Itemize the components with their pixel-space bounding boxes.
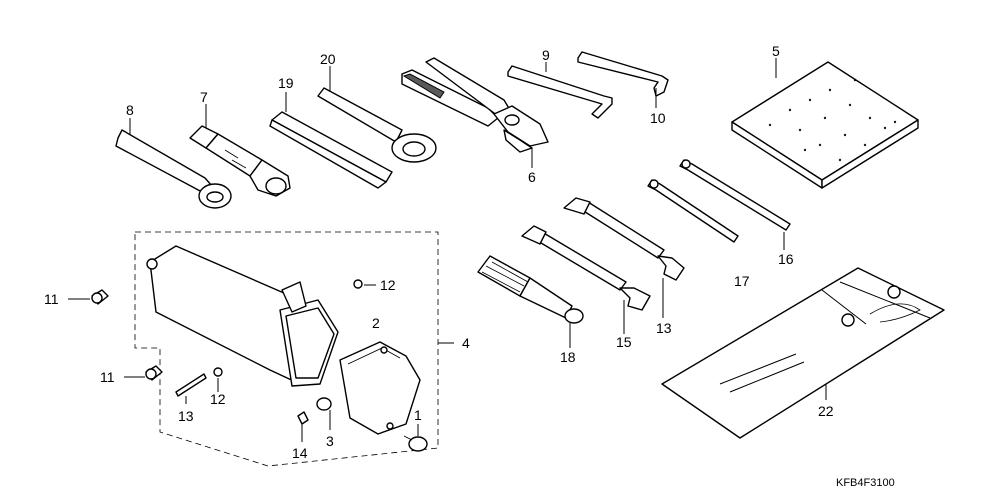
part-1-screw bbox=[403, 435, 428, 452]
callout-6: 6 bbox=[528, 169, 536, 185]
callout-4: 4 bbox=[462, 335, 470, 351]
part-16-wrench bbox=[521, 225, 651, 311]
callout-19: 18 bbox=[560, 349, 576, 365]
callout-11-lower: 11 bbox=[100, 369, 115, 385]
part-18-screwdriver bbox=[647, 179, 739, 243]
part-11-bolt-lower bbox=[145, 365, 163, 381]
callout-12-upper: 12 bbox=[380, 277, 396, 293]
callout-18: 17 bbox=[734, 273, 750, 289]
part-12-nut-lower bbox=[213, 367, 223, 377]
part-22-tool-bag bbox=[661, 267, 945, 439]
callout-22: 22 bbox=[818, 403, 834, 419]
part-2-cover bbox=[339, 341, 421, 435]
callout-1: 1 bbox=[414, 407, 422, 423]
leader-lines bbox=[68, 58, 827, 442]
part-19-screwdriver-handle bbox=[477, 255, 584, 324]
part-20-flat-bar bbox=[269, 111, 393, 189]
callout-11-upper: 11 bbox=[44, 291, 59, 307]
callout-15: 13 bbox=[656, 320, 672, 336]
part-14-pin bbox=[297, 411, 309, 425]
callout-7: 7 bbox=[200, 89, 208, 105]
callout-5: 5 bbox=[772, 43, 780, 59]
drawing-code: KFB4F3100 bbox=[836, 477, 895, 489]
callout-3: 3 bbox=[326, 433, 334, 449]
part-21-box-wrench bbox=[317, 87, 437, 163]
callout-12-lower: 12 bbox=[210, 391, 226, 407]
part-10-hex-key bbox=[577, 51, 669, 97]
part-8-box-wrench bbox=[115, 129, 232, 209]
part-7-socket-wrench bbox=[189, 125, 291, 197]
callout-16: 15 bbox=[616, 334, 632, 350]
part-4-tool-case bbox=[146, 245, 339, 387]
part-9-hex-key bbox=[507, 65, 613, 119]
part-15-wrench bbox=[563, 197, 685, 281]
callout-13: 13 bbox=[178, 408, 194, 424]
callout-21: 20 bbox=[320, 51, 336, 67]
callout-8: 8 bbox=[126, 102, 134, 118]
part-5-pad bbox=[731, 61, 919, 189]
part-13-strap bbox=[175, 373, 207, 397]
part-3-grommet bbox=[316, 397, 332, 411]
part-6-pliers bbox=[401, 57, 549, 153]
part-17-screwdriver bbox=[679, 159, 791, 231]
callout-20: 19 bbox=[278, 75, 294, 91]
callout-10: 10 bbox=[650, 110, 666, 126]
callout-9: 9 bbox=[542, 47, 550, 63]
part-12-nut-upper bbox=[353, 279, 363, 289]
callout-14: 14 bbox=[292, 445, 308, 461]
callout-2: 2 bbox=[372, 315, 380, 331]
callout-17: 16 bbox=[778, 251, 794, 267]
part-11-bolt-upper bbox=[91, 289, 109, 305]
